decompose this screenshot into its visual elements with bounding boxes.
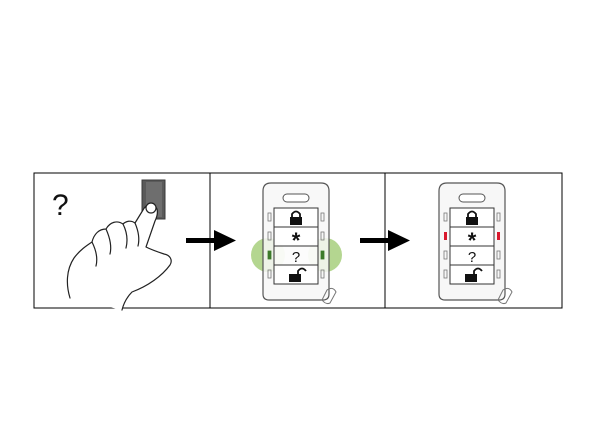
red-indicator-light <box>497 232 500 240</box>
panel-keyfob-result: * ? <box>439 183 512 304</box>
question-icon: ? <box>292 249 300 266</box>
panel-keyfob-question-pressed: * ? <box>251 183 342 304</box>
question-mark-label: ? <box>52 189 69 222</box>
question-icon: ? <box>468 249 476 266</box>
fingertip-contact-icon <box>146 203 156 213</box>
red-indicator-light <box>444 232 447 240</box>
